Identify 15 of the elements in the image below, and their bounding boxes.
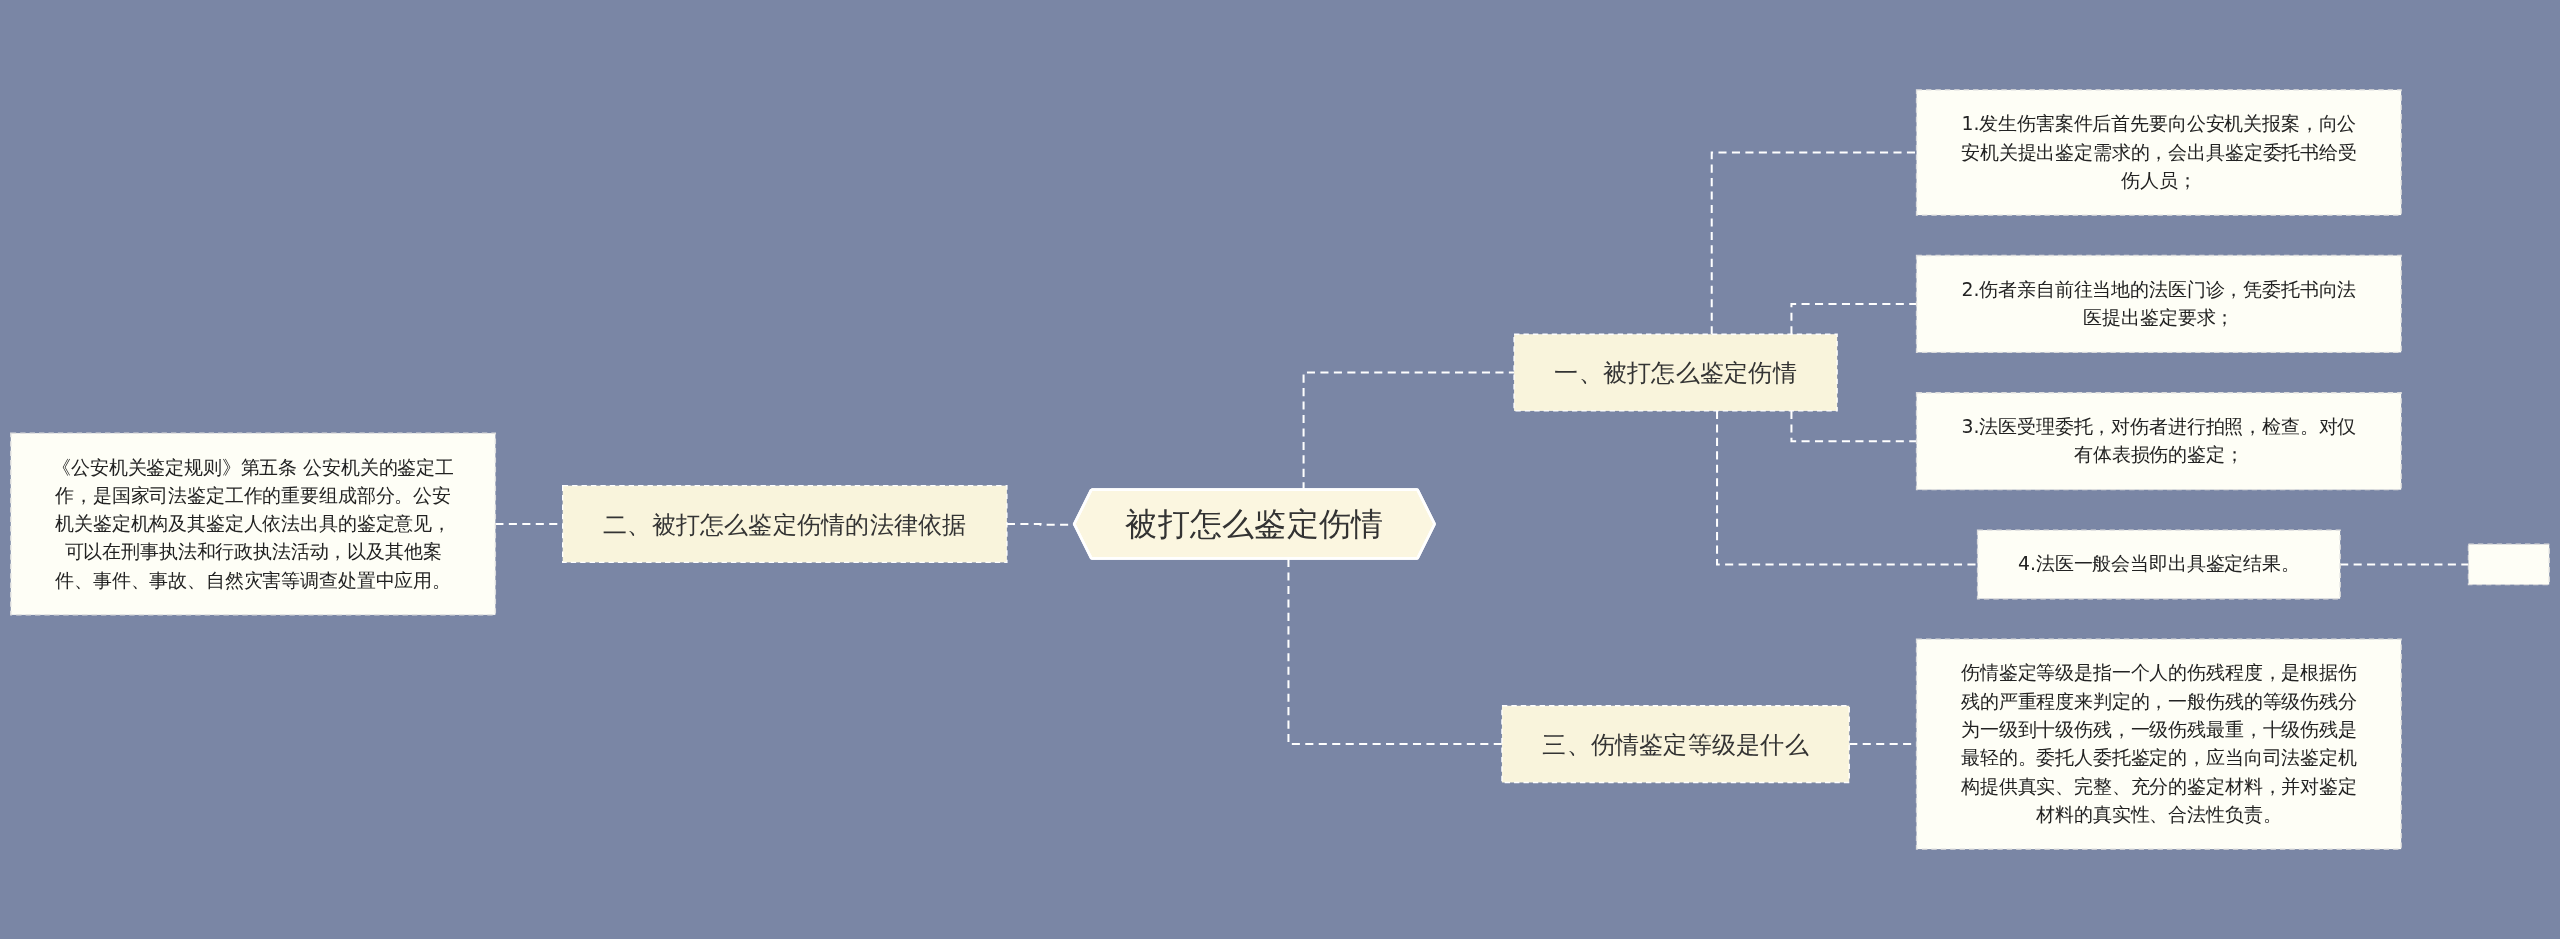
node-box: 三、伤情鉴定等级是什么: [1501, 705, 1850, 784]
connector: [1790, 302, 1917, 335]
connector: [1710, 151, 1917, 335]
node-box: 1.发生伤害案件后首先要向公安机关报案，向公安机关提出鉴定需求的，会出具鉴定委托书给受伤人员；: [1915, 89, 2402, 216]
node-box: 4.法医一般会当即出具鉴定结果。: [1976, 529, 2341, 600]
connector: [1790, 410, 1917, 443]
node-box: [2467, 543, 2550, 586]
connector: [1716, 410, 1978, 566]
node-box: 3.法医受理委托，对伤者进行拍照，检查。对仅有体表损伤的鉴定；: [1915, 392, 2402, 491]
node-box: 一、被打怎么鉴定伤情: [1513, 333, 1838, 412]
connector: [1287, 559, 1502, 746]
node-box: 2.伤者亲自前往当地的法医门诊，凭委托书向法医提出鉴定要求；: [1915, 254, 2402, 354]
node-box: 二、被打怎么鉴定伤情的法律依据: [562, 484, 1008, 564]
node-box: 《公安机关鉴定规则》第五条 公安机关的鉴定工作，是国家司法鉴定工作的重要组成部分。公安机关鉴定机构及其鉴定人依法出具的鉴定意见，可以在刑事执法和行政执法活动，以及其他案件、事件、事故、自然灾害等调查处置中应用。: [10, 432, 497, 616]
node-box: 伤情鉴定等级是指一个人的伤残程度，是根据伤残的严重程度来判定的，一般伤残的等级伤残分为一级到十级伤残，一级伤残最重，十级伤残是最轻的。委托人委托鉴定的，应当向司法鉴定机构提供真实、完整、充分的鉴定材料，并对鉴定材料的真实性、合法性负责。: [1915, 638, 2402, 850]
